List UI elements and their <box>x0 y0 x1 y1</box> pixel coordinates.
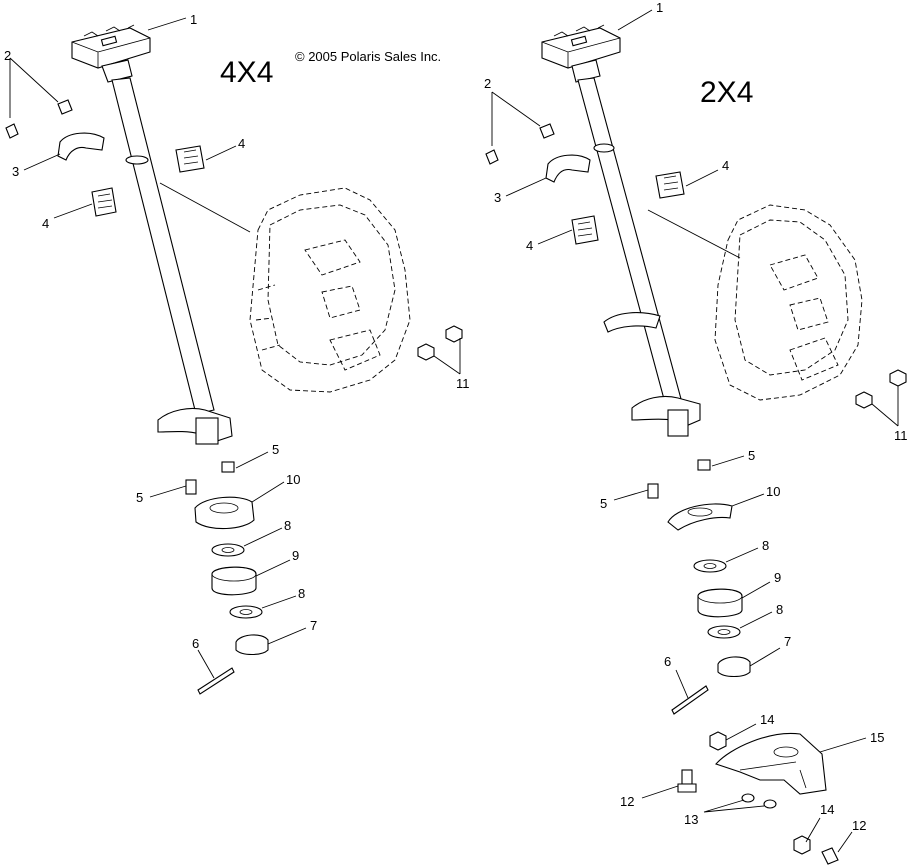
part-cotter-pin-6-4x4 <box>197 649 235 695</box>
part-bolt-2-2x4 <box>485 91 555 165</box>
part-nut-14-2x4 <box>709 723 821 855</box>
callout-6-4x4: 6 <box>192 636 199 651</box>
part-clip-4-4x4 <box>53 145 237 219</box>
callout-11-2x4: 11 <box>894 428 908 443</box>
frame-outline-4x4 <box>159 182 411 393</box>
copyright-notice: © 2005 Polaris Sales Inc. <box>295 49 441 64</box>
callout-12b-2x4: 12 <box>852 818 866 833</box>
callout-10-2x4: 10 <box>766 484 780 499</box>
assembly-2x4: 2X4 <box>484 0 908 865</box>
part-cotter-pin-6-2x4 <box>671 669 709 715</box>
callout-8a-2x4: 8 <box>762 538 769 553</box>
part-washer-8-2x4 <box>693 547 773 639</box>
part-nut-7-4x4 <box>235 627 307 656</box>
callout-3-2x4: 3 <box>494 190 501 205</box>
part-steering-post-head-2x4 <box>541 24 621 83</box>
callout-8a-4x4: 8 <box>284 518 291 533</box>
callout-8b-4x4: 8 <box>298 586 305 601</box>
callout-4b-4x4: 4 <box>42 216 49 231</box>
title-4x4: 4X4 <box>220 56 273 89</box>
callout-9-4x4: 9 <box>292 548 299 563</box>
part-bushing-9-2x4 <box>697 581 771 618</box>
part-steering-post-head-4x4 <box>71 24 151 83</box>
part-clip-4-2x4 <box>537 169 719 245</box>
callout-10-4x4: 10 <box>286 472 300 487</box>
part-bearing-housing-10-2x4 <box>667 493 765 531</box>
part-nut-7-2x4 <box>717 647 781 678</box>
part-clamp-3-2x4 <box>545 154 591 183</box>
part-clamp-3-4x4 <box>57 132 105 161</box>
callout-4b-2x4: 4 <box>526 238 533 253</box>
part-nut-11-4x4 <box>417 325 463 375</box>
title-2x4: 2X4 <box>700 76 753 109</box>
assembly-4x4: 4X4 © 2005 Polaris Sales Inc. <box>4 12 470 695</box>
part-steering-shaft-4x4 <box>111 77 233 445</box>
callout-9-2x4: 9 <box>774 570 781 585</box>
part-bracket-15-2x4 <box>715 732 867 795</box>
callout-8b-2x4: 8 <box>776 602 783 617</box>
callout-12a-2x4: 12 <box>620 794 634 809</box>
callout-2-4x4: 2 <box>4 48 11 63</box>
part-nut-11-2x4 <box>855 369 907 427</box>
part-steering-shaft-2x4 <box>577 77 701 437</box>
part-washer-13-2x4 <box>703 793 777 813</box>
callout-14b-2x4: 14 <box>820 802 834 817</box>
part-washer-8-4x4 <box>211 527 297 619</box>
callout-2-2x4: 2 <box>484 76 491 91</box>
part-bolt-12-2x4 <box>641 769 853 865</box>
callout-14a-2x4: 14 <box>760 712 774 727</box>
callout-13-2x4: 13 <box>684 812 698 827</box>
callout-7-4x4: 7 <box>310 618 317 633</box>
callout-6-2x4: 6 <box>664 654 671 669</box>
callout-3-4x4: 3 <box>12 164 19 179</box>
callout-5b-2x4: 5 <box>600 496 607 511</box>
callout-4a-4x4: 4 <box>238 136 245 151</box>
callout-4a-2x4: 4 <box>722 158 729 173</box>
callout-5a-2x4: 5 <box>748 448 755 463</box>
callout-1-4x4: 1 <box>190 12 197 27</box>
callout-7-2x4: 7 <box>784 634 791 649</box>
part-bearing-housing-10-4x4 <box>194 481 285 530</box>
part-bolt-2-4x4 <box>5 57 73 139</box>
callout-5a-4x4: 5 <box>272 442 279 457</box>
callout-11-4x4: 11 <box>456 376 470 391</box>
part-bushing-9-4x4 <box>211 559 291 596</box>
callout-5b-4x4: 5 <box>136 490 143 505</box>
callout-15-2x4: 15 <box>870 730 884 745</box>
part-pin-5-2x4 <box>613 455 745 501</box>
part-pin-5-4x4 <box>149 451 269 498</box>
frame-outline-2x4 <box>647 204 863 401</box>
callout-1-2x4: 1 <box>656 0 663 15</box>
